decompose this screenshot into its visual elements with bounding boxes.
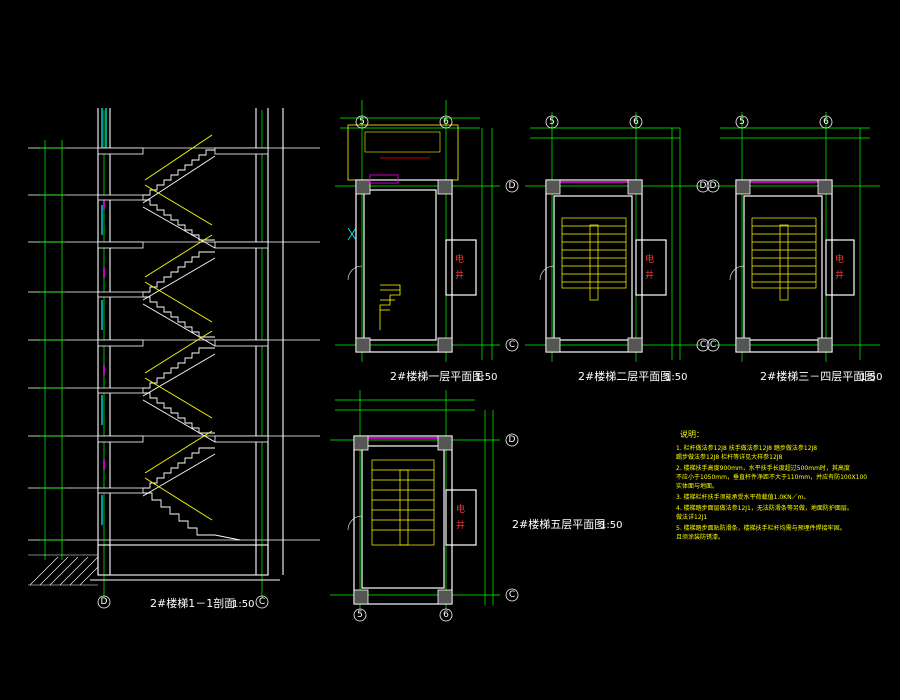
plan3-axis-d: D [706,179,720,193]
plan5-axis-5: 5 [353,608,367,622]
note-line-3: 2. 楼梯扶手高度900mm，水平扶手长度超过500mm时，其高度 [676,464,850,472]
plan1-axis-d: D [505,179,519,193]
shaft-label-3b: 井 [835,269,844,281]
svg-text:5: 5 [359,117,365,127]
svg-text:6: 6 [443,610,449,620]
section-handrails [144,134,213,521]
plan5-axis-6: 6 [439,608,453,622]
shaft-label-2b: 井 [645,269,654,281]
plan-third-fourth-floor: 电 井 5 6 D C 2#楼梯三－四层平面图 1:50 [706,112,882,383]
plan3-axis-c: C [706,338,720,352]
note-line-7: 4. 楼梯踏步面层做法参12J1，无法防滑条等另做，地面防护面层。 [676,504,853,512]
plan1-title: 2#楼梯一层平面图 [390,369,483,383]
section-slabs [97,147,269,494]
svg-text:D: D [710,181,717,191]
svg-text:C: C [509,340,515,350]
svg-text:C: C [259,597,265,607]
svg-text:5: 5 [739,117,745,127]
shaft-label-1a: 电 [455,253,464,265]
note-line-9: 5. 楼梯踏步面贴防滑条，楼梯扶手栏杆均需与预埋件焊接牢固。 [676,524,846,532]
plan3-title: 2#楼梯三－四层平面图 [760,369,875,383]
plan5-scale: 1:50 [600,520,622,531]
svg-text:D: D [101,597,108,607]
note-line-5: 实体面与地面。 [676,482,718,490]
note-line-1: 1. 栏杆做法参12J8 扶手做法参12J8 踏步做法参12J8 [676,444,817,452]
note-line-10: 且须涂装防锈漆。 [676,533,724,541]
svg-text:C: C [710,340,716,350]
notes-title: 说明： [680,429,704,439]
plan5-axis-c: C [505,588,519,602]
svg-text:5: 5 [549,117,555,127]
shaft-label-3a: 电 [835,253,844,265]
plan3-scale: 1:50 [860,372,882,383]
plan1-axis-c: C [505,338,519,352]
plan2-axis-5: 5 [545,115,559,129]
section-view: D C 2#楼梯1－1剖面 1:50 [28,108,320,610]
ground-hatch [28,554,99,586]
note-line-6: 3. 楼梯栏杆扶手须能承受水平荷载值1.0KN／m。 [676,493,809,501]
plan-first-floor: 电 井 5 6 D C 2#楼梯一层平面图 1:50 [335,100,519,383]
svg-text:6: 6 [823,117,829,127]
shaft-label-5b: 井 [456,519,465,531]
plan1-axis-5: 5 [355,115,369,129]
level-lines [28,147,320,541]
shaft-label-5a: 电 [456,503,465,515]
plan2-axis-d: D [696,179,710,193]
note-line-2: 踢步做法参12J8 栏杆等详见大样参12J8 [676,453,783,461]
plan2-axis-c: C [696,338,710,352]
svg-text:5: 5 [357,610,363,620]
svg-text:D: D [509,435,516,445]
shaft-label-2a: 电 [645,253,654,265]
section-axis-right: C [255,595,269,609]
svg-text:6: 6 [633,117,639,127]
svg-text:D: D [700,181,707,191]
note-line-8: 做法详12J1 [676,513,707,521]
notes-block: 说明： 1. 栏杆做法参12J8 扶手做法参12J8 踏步做法参12J8 踢步做… [676,429,867,541]
svg-text:C: C [700,340,706,350]
svg-text:6: 6 [443,117,449,127]
plan1-axis-6: 6 [439,115,453,129]
plan-second-floor: 电 井 5 6 D C 2#楼梯二层平面图 1:50 [525,112,710,383]
shaft-label-1b: 井 [455,269,464,281]
svg-text:D: D [509,181,516,191]
section-stair-flights [142,149,241,541]
plan3-axis-5: 5 [735,115,749,129]
plan1-scale: 1:50 [475,372,497,383]
svg-text:C: C [509,590,515,600]
section-dimension-chain [40,110,263,598]
section-windows [101,108,107,525]
plan2-scale: 1:50 [665,372,687,383]
section-axis-left: D [97,595,111,609]
plan2-title: 2#楼梯二层平面图 [578,369,671,383]
note-line-4: 不应小于1050mm，垂直杆件净距不大于110mm，并应有防100X100 [676,473,867,481]
plan-fifth-floor: 电 井 D C 5 6 2#楼梯五层平面图 1:50 [330,390,622,622]
plan5-title: 2#楼梯五层平面图 [512,517,605,531]
section-scale: 1:50 [232,599,254,610]
plan2-axis-6: 6 [629,115,643,129]
plan3-axis-6: 6 [819,115,833,129]
plan5-axis-d: D [505,433,519,447]
section-title: 2#楼梯1－1剖面 [150,596,235,610]
